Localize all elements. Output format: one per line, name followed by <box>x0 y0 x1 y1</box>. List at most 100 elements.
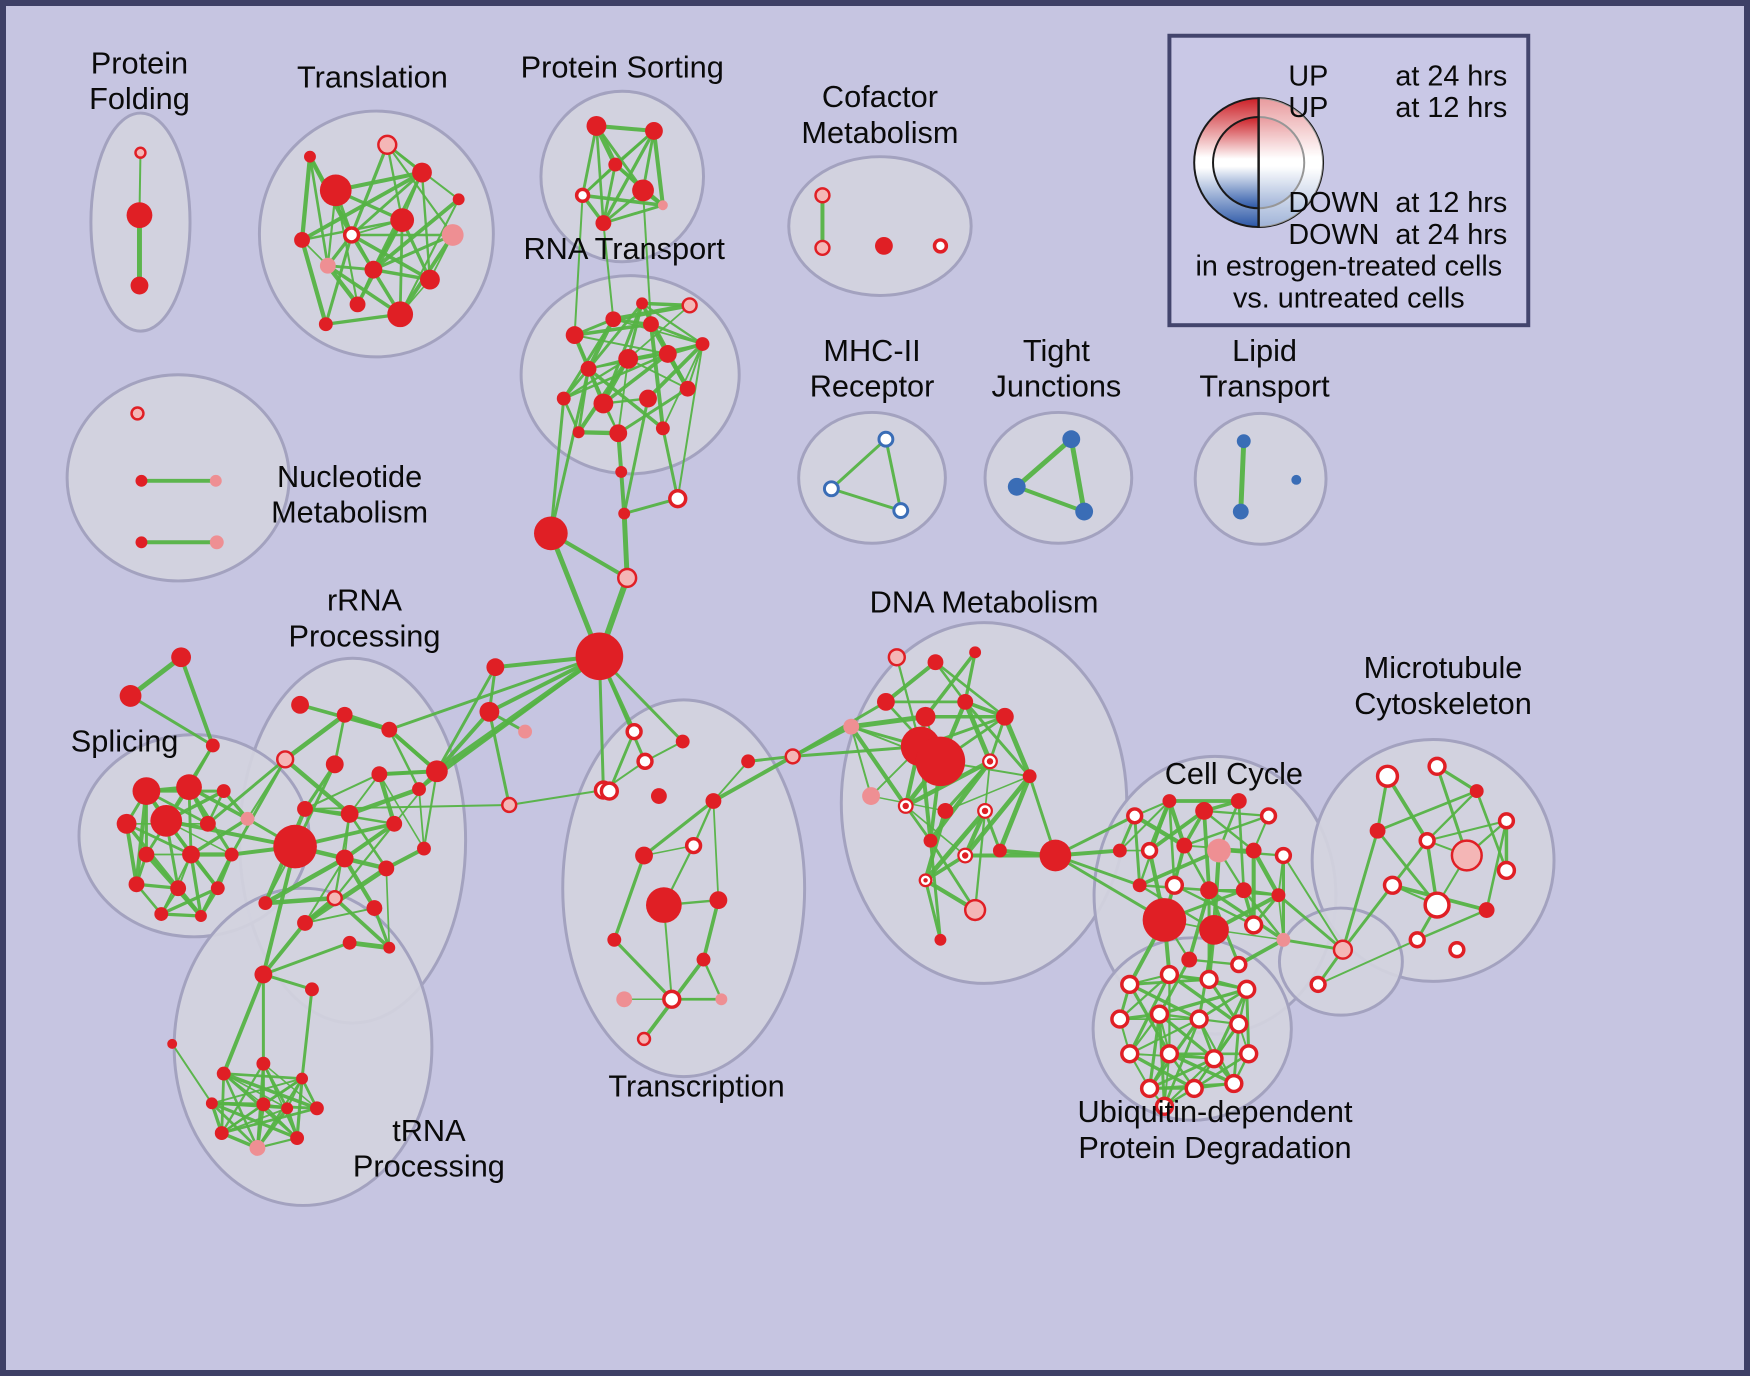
edge <box>1238 438 1247 515</box>
edge <box>676 343 704 500</box>
gene-node <box>240 811 255 826</box>
gene-node <box>182 845 200 864</box>
edge <box>791 700 888 758</box>
edge <box>1128 1052 1196 1091</box>
edge <box>124 821 139 887</box>
gene-node <box>814 187 831 204</box>
gene-node <box>556 391 571 406</box>
edge <box>648 322 665 431</box>
gene-node <box>1140 841 1159 860</box>
gene-node <box>575 632 624 681</box>
edge <box>627 357 689 390</box>
gene-node-inner-ring <box>979 805 991 817</box>
gene-node <box>1075 502 1094 521</box>
gene-node <box>662 989 682 1009</box>
edge <box>661 426 680 501</box>
gene-node <box>209 535 224 550</box>
edge <box>487 710 511 807</box>
edge <box>385 867 391 949</box>
gene-node <box>1382 875 1403 895</box>
edge <box>261 1077 304 1106</box>
gene-node <box>291 695 309 714</box>
edge <box>1475 789 1508 872</box>
edge <box>1014 436 1074 490</box>
edge <box>612 853 646 942</box>
edge <box>562 352 670 400</box>
edge <box>300 987 314 1081</box>
edge <box>1158 958 1191 1016</box>
gene-node <box>319 257 336 274</box>
gene-node <box>199 815 216 832</box>
edge <box>388 728 421 791</box>
edge <box>1167 1052 1236 1086</box>
edge <box>850 725 873 798</box>
gene-node <box>1120 1044 1140 1064</box>
gene-node <box>390 208 415 233</box>
edge <box>418 788 425 850</box>
gene-node <box>934 933 947 946</box>
edge <box>1068 436 1087 515</box>
gene-node <box>681 297 698 314</box>
edge <box>1014 484 1087 514</box>
gene-node <box>1448 941 1466 959</box>
gene-node <box>1236 434 1251 449</box>
gene-node <box>171 647 192 668</box>
edge <box>350 171 424 237</box>
edge <box>962 773 1032 858</box>
legend-time-2: at 12 hrs <box>1395 187 1507 219</box>
gene-node <box>1496 860 1517 881</box>
gene-node <box>210 881 225 896</box>
gene-node <box>696 952 711 967</box>
edge <box>923 650 977 719</box>
gene-node <box>875 236 893 255</box>
gene-node <box>1237 979 1257 1000</box>
gene-node <box>116 813 137 834</box>
edge <box>712 760 750 802</box>
gene-node <box>381 721 398 738</box>
gene-node <box>216 1066 231 1081</box>
gene-node <box>1408 931 1426 949</box>
edge <box>417 654 601 791</box>
edge <box>651 128 665 208</box>
cluster-label-cell-cycle: Cell Cycle <box>1165 756 1303 791</box>
edge <box>1277 894 1285 941</box>
edge <box>308 155 330 268</box>
edge <box>580 193 665 208</box>
gene-node <box>927 654 944 671</box>
gene-node <box>1199 915 1229 945</box>
legend-footer-line-0: in estrogen-treated cells <box>1195 251 1502 283</box>
gene-node <box>574 187 591 204</box>
gene-node <box>256 1097 271 1112</box>
edge <box>1163 1017 1201 1108</box>
edge <box>164 818 298 849</box>
gene-node <box>580 360 597 377</box>
gene-node <box>126 202 153 229</box>
edge <box>210 1077 303 1105</box>
edge <box>221 972 266 1076</box>
gene-node <box>1149 1004 1170 1024</box>
gene-node <box>340 804 359 823</box>
edge <box>1276 893 1345 952</box>
gene-node <box>915 706 936 727</box>
edge <box>222 1072 265 1106</box>
edge <box>1341 883 1394 952</box>
edge <box>1002 714 1033 779</box>
gene-node <box>636 752 654 771</box>
gene-node <box>412 162 432 183</box>
gene-node <box>1195 801 1214 820</box>
gene-node <box>615 465 628 478</box>
gene-node <box>138 846 155 863</box>
edge <box>189 852 203 918</box>
edge <box>616 387 690 435</box>
gene-node <box>1110 1009 1130 1029</box>
edge <box>1202 809 1211 893</box>
gene-node <box>281 1102 294 1115</box>
edge <box>347 786 422 817</box>
gene-node <box>325 755 344 774</box>
gene-node <box>342 935 357 950</box>
